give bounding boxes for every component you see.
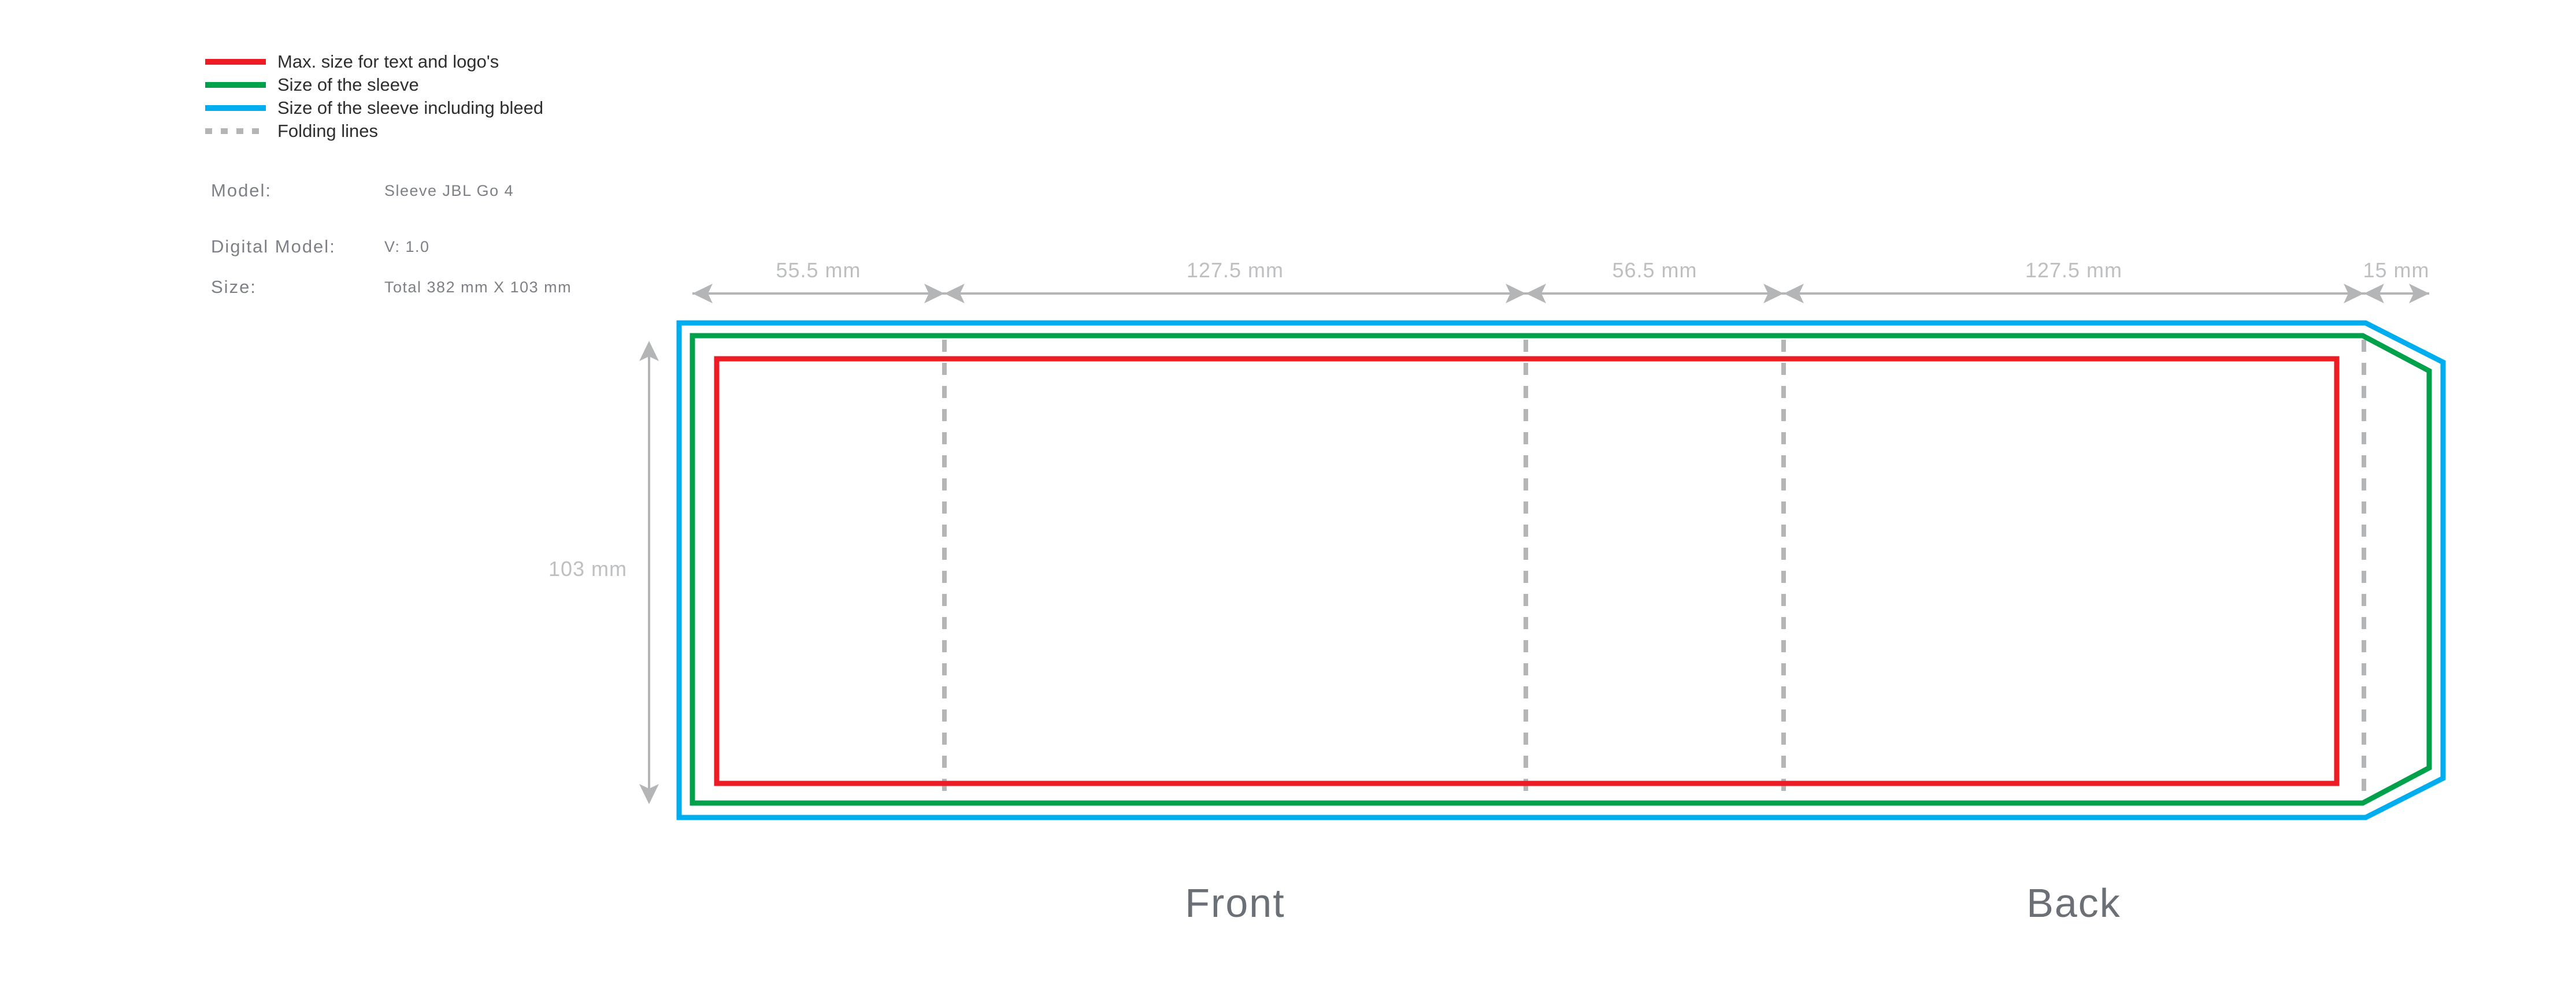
dimension-label-front-panel: 127.5 mm (1187, 258, 1284, 282)
arrowhead-right-icon (2344, 284, 2364, 303)
info-row-digital-model: Digital Model: V: 1.0 (211, 236, 673, 257)
digital-model-value: V: 1.0 (384, 238, 430, 255)
info-row-model: Model: Sleeve JBL Go 4 (211, 180, 673, 201)
dashed-line-swatch-icon (205, 128, 266, 134)
model-label: Model: (211, 180, 272, 200)
arrowhead-left-icon (944, 284, 965, 303)
size-label: Size: (211, 277, 257, 297)
legend-item-sleeve-bleed-size: Size of the sleeve including bleed (205, 96, 543, 120)
arrowhead-right-icon (1763, 284, 1784, 303)
arrowhead-left-icon (1526, 284, 1546, 303)
sleeve-outline (690, 333, 2432, 806)
arrowhead-right-icon (924, 284, 944, 303)
top-dimension-chain: 55.5 mm 127.5 mm 56.5 mm 127.5 mm 15 mm (692, 258, 2429, 303)
arrowhead-left-icon (692, 284, 713, 303)
dimension-label-back-panel: 127.5 mm (2025, 258, 2122, 282)
front-panel-label: Front (1185, 880, 1285, 926)
arrowhead-left-icon (1784, 284, 1804, 303)
legend: Max. size for text and logo's Size of th… (205, 50, 543, 143)
blue-line-swatch-icon (205, 105, 266, 111)
legend-item-label: Max. size for text and logo's (277, 51, 499, 72)
max-text-area-outline (714, 356, 2340, 786)
dimension-label-side-panel-2: 56.5 mm (1612, 258, 1697, 282)
arrowhead-up-icon (639, 341, 659, 361)
legend-item-sleeve-size: Size of the sleeve (205, 73, 543, 96)
arrowhead-down-icon (639, 784, 659, 804)
legend-item-label: Size of the sleeve including bleed (277, 98, 544, 118)
legend-item-label: Folding lines (277, 121, 379, 141)
red-line-swatch-icon (205, 59, 266, 65)
info-row-size: Size: Total 382 mm X 103 mm (211, 277, 673, 298)
legend-item-label: Size of the sleeve (277, 75, 419, 95)
dimension-label-height: 103 mm (548, 557, 627, 581)
model-info-block: Model: Sleeve JBL Go 4 Digital Model: V:… (211, 0, 673, 312)
arrowhead-left-icon (2364, 284, 2384, 303)
digital-model-label: Digital Model: (211, 236, 336, 257)
legend-item-folding-lines: Folding lines (205, 120, 543, 143)
arrowhead-right-icon (2409, 284, 2429, 303)
arrowhead-right-icon (1506, 284, 1526, 303)
dimension-label-side-panel: 55.5 mm (776, 258, 861, 282)
folding-lines (942, 340, 2366, 803)
green-line-swatch-icon (205, 82, 266, 88)
height-dimension: 103 mm (548, 341, 659, 804)
back-panel-label: Back (2026, 880, 2121, 926)
model-value: Sleeve JBL Go 4 (384, 182, 514, 199)
legend-item-max-text-size: Max. size for text and logo's (205, 50, 543, 73)
bleed-outline (676, 320, 2446, 820)
size-value: Total 382 mm X 103 mm (384, 278, 572, 296)
dimension-label-flap: 15 mm (2363, 258, 2429, 282)
